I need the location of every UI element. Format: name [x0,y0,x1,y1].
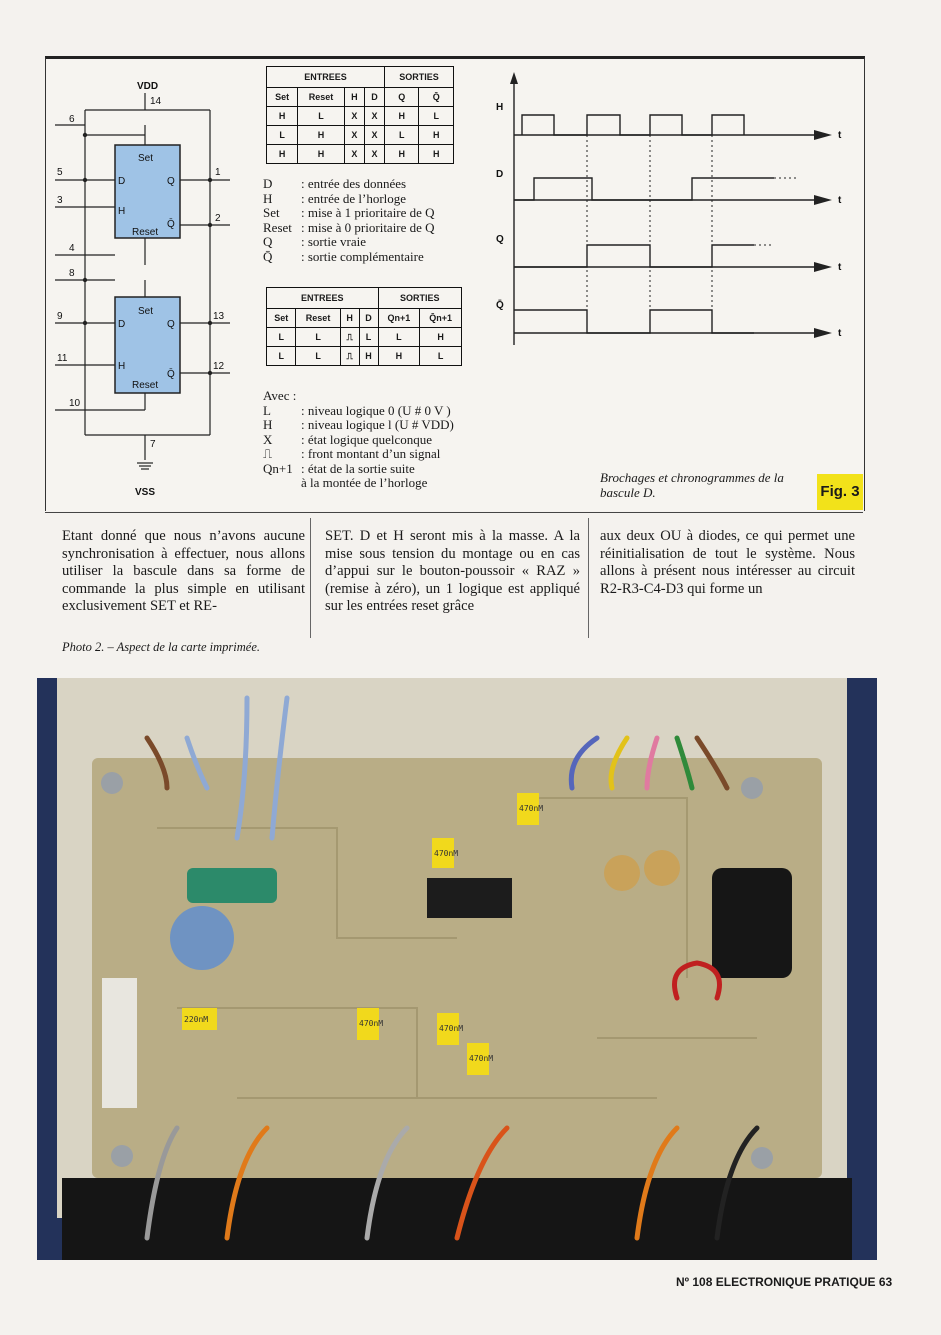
svg-text:470nM: 470nM [519,804,543,813]
svg-text:470nM: 470nM [439,1024,463,1033]
svg-text:12: 12 [213,361,225,372]
vss-label: VSS [135,487,155,495]
svg-text:t: t [838,195,842,206]
text-column-1: Etant donné que nous n’avons aucune sync… [62,528,305,614]
svg-text:11: 11 [57,353,68,364]
svg-text:t: t [838,262,842,273]
svg-text:Q: Q [167,176,175,187]
pcb-photo: 470nM 470nM 470nM 470nM 470nM 220nM [37,678,877,1260]
ground-icon [137,462,153,470]
svg-text:8: 8 [69,268,75,279]
svg-text:1: 1 [215,167,221,178]
svg-text:Q̄: Q̄ [496,299,504,311]
d-flip-flop-schematic: VDD 14 6 5 1 3 2 4 8 9 13 11 12 10 7 VSS… [55,81,230,495]
svg-text:2: 2 [215,213,221,224]
svg-text:Reset: Reset [132,380,158,391]
svg-text:D: D [496,169,503,180]
svg-text:D: D [118,176,125,187]
flip-flop-1 [114,144,181,239]
svg-text:6: 6 [69,114,75,125]
svg-text:470nM: 470nM [359,1019,383,1028]
flip-flop-2 [114,296,181,394]
svg-text:3: 3 [57,195,63,206]
svg-text:470nM: 470nM [434,849,458,858]
vdd-label: VDD [137,81,158,92]
svg-text:t: t [838,130,842,141]
svg-text:5: 5 [57,167,63,178]
page-footer: Nº 108 ELECTRONIQUE PRATIQUE 63 [676,1275,893,1289]
svg-text:470nM: 470nM [469,1054,493,1063]
photo-caption: Photo 2. – Aspect de la carte imprimée. [62,640,260,654]
text-column-3: aux deux OU à diodes, ce qui permet une … [600,528,855,597]
svg-text:Q: Q [167,319,175,330]
svg-text:14: 14 [150,96,162,107]
svg-text:Q̄: Q̄ [167,217,175,230]
svg-text:t: t [838,328,842,339]
svg-text:13: 13 [213,311,225,322]
svg-text:D: D [118,319,125,330]
svg-text:7: 7 [150,439,156,450]
figure-caption: Brochages et chronogrammes de la bascule… [600,470,784,500]
svg-text:9: 9 [57,311,63,322]
pcb-illustration: 470nM 470nM 470nM 470nM 470nM 220nM [37,678,877,1260]
svg-text:H: H [496,102,503,113]
svg-text:Reset: Reset [132,227,158,238]
svg-text:Set: Set [138,153,153,164]
svg-text:H: H [118,206,125,217]
text-column-2: SET. D et H seront mis à la masse. A la … [325,528,580,614]
legend-pins: D: entrée des données H: entrée de l’hor… [263,176,435,264]
svg-text:Set: Set [138,306,153,317]
svg-text:Q: Q [496,234,504,245]
svg-text:H: H [118,361,125,372]
figure-tag: Fig. 3 [817,474,863,510]
timing-diagram: H D Q Q̄ t t t t [496,72,842,345]
svg-text:4: 4 [69,243,75,254]
svg-text:220nM: 220nM [184,1015,208,1024]
svg-text:10: 10 [69,398,81,409]
legend-levels: Avec : L: niveau logique 0 (U # 0 V ) H:… [263,388,454,490]
svg-text:Q̄: Q̄ [167,367,175,380]
